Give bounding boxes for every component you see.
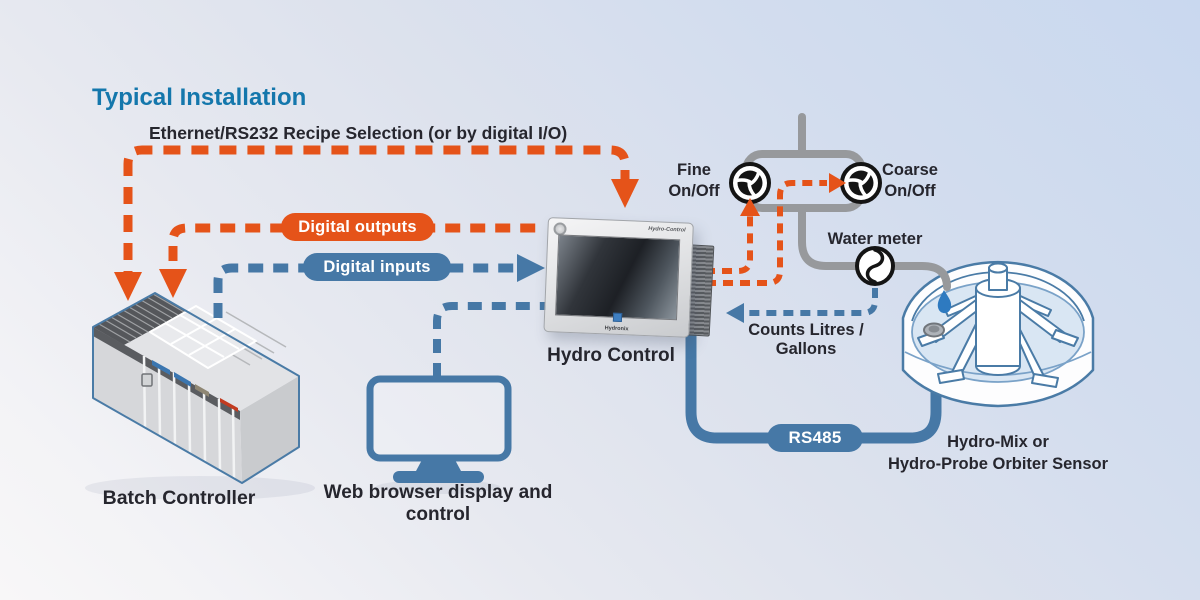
fine-valve-label: Fine On/Off — [668, 161, 720, 200]
counts-label: Counts Litres / Gallons — [748, 321, 864, 358]
batch-controller-illustration — [92, 292, 300, 484]
hydro-control-label: Hydro Control — [547, 345, 675, 366]
shadow — [85, 476, 315, 500]
water-meter-icon — [855, 246, 895, 286]
digital-outputs-line — [159, 223, 544, 298]
ethernet-line — [114, 145, 639, 301]
mixer-illustration — [901, 260, 1095, 408]
hydronix-logo-icon — [612, 312, 622, 322]
monitor-illustration — [366, 375, 512, 483]
digital-inputs-badge: Digital inputs — [303, 253, 451, 281]
arrow-right-icon — [829, 173, 846, 193]
web-browser-line — [433, 302, 547, 377]
mixer-label: Hydro-Mix or Hydro-Probe Orbiter Sensor — [887, 433, 1109, 474]
roof-vents — [98, 293, 185, 343]
module-slats — [142, 355, 236, 479]
water-pipe — [742, 113, 951, 291]
digital-outputs-badge: Digital outputs — [281, 213, 434, 241]
web-browser-label: Web browser display and control — [323, 482, 553, 525]
ethernet-label: Ethernet/RS232 Recipe Selection (or by d… — [149, 123, 568, 143]
arrow-right-icon — [517, 254, 545, 282]
batch-controller-label: Batch Controller — [102, 487, 256, 509]
shadow — [376, 480, 500, 494]
digital-inputs-line — [213, 254, 545, 318]
arrow-down-icon — [114, 272, 142, 301]
water-meter-label: Water meter — [827, 230, 923, 248]
arrow-left-icon — [726, 303, 744, 323]
fine-valve-control-line — [705, 198, 760, 274]
arrow-down-icon — [159, 269, 187, 298]
device-brand-text: Hydro-Control — [648, 226, 686, 234]
coarse-valve-label: Coarse On/Off — [882, 161, 938, 200]
arrow-down-icon — [611, 179, 639, 208]
hydronix-logo: Hydronix — [545, 306, 690, 334]
water-drop-icon — [937, 290, 952, 314]
fine-valve-icon — [729, 162, 771, 204]
counts-line — [726, 288, 878, 323]
orbiter-sensor-icon — [928, 325, 940, 333]
coarse-valve-control-line — [706, 173, 846, 286]
rs485-badge: RS485 — [767, 424, 863, 452]
roof-grid — [164, 314, 240, 358]
arrow-up-icon — [740, 198, 760, 216]
hydro-control-device: Hydro-Control Hydronix — [543, 217, 694, 338]
page-title: Typical Installation — [92, 84, 307, 111]
coarse-valve-icon — [840, 162, 882, 204]
